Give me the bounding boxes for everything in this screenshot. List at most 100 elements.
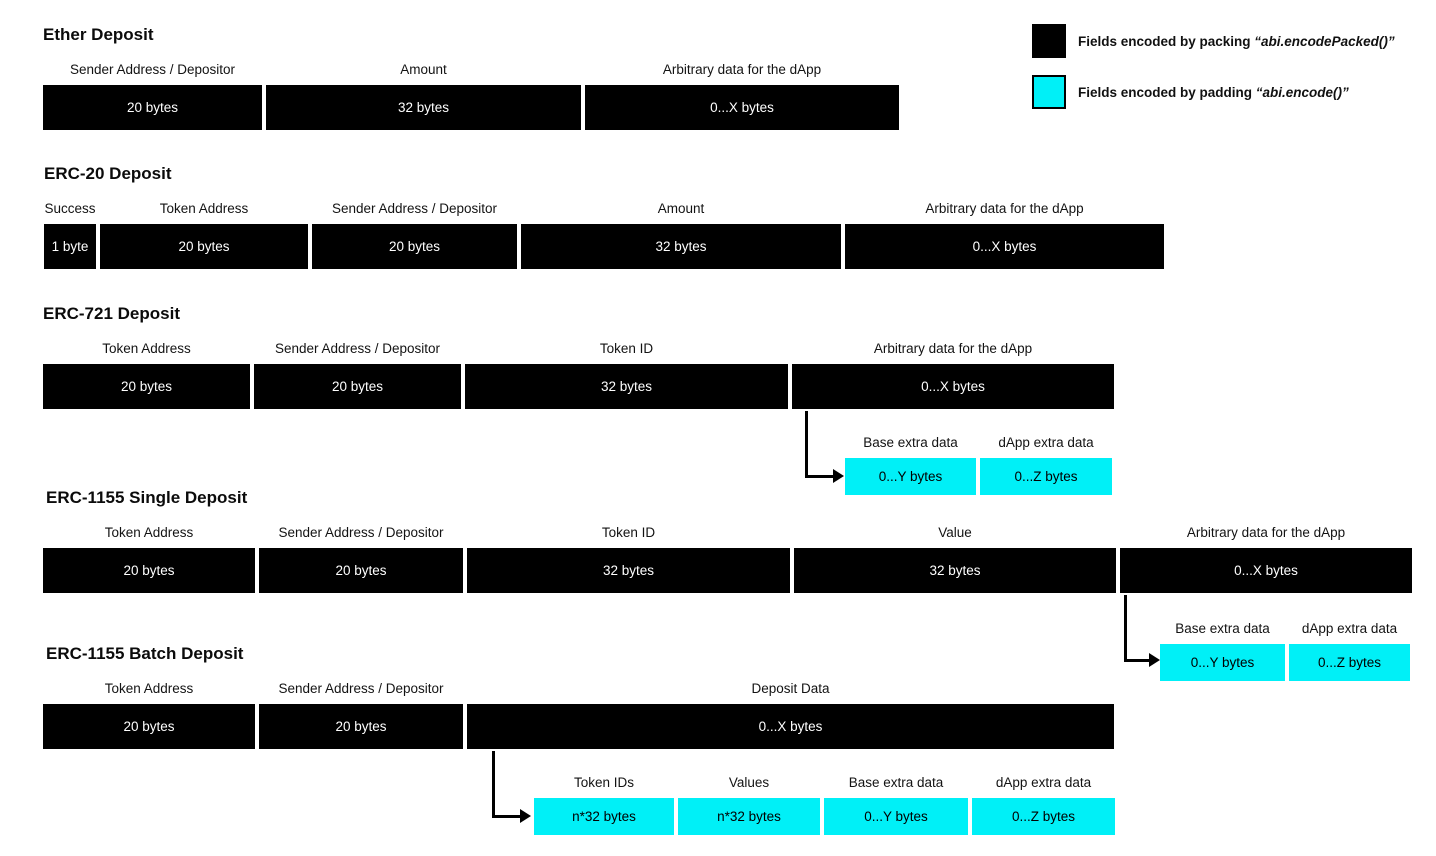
arrow-line-vertical [1124,595,1127,662]
field-box-packed: 32 bytes [266,85,581,130]
field-label: Deposit Data [751,681,830,696]
field-row: Token Address 20 bytes Sender Address / … [43,340,1114,409]
field-box-packed: 0...X bytes [792,364,1114,409]
field-token-id: Token ID 32 bytes [465,340,788,409]
field-box-packed: 0...X bytes [467,704,1114,749]
legend-label: Fields encoded by padding “abi.encode()” [1078,85,1349,100]
section-erc1155-batch-deposit: ERC-1155 Batch Deposit Token Address 20 … [43,643,1114,749]
field-amount: Amount 32 bytes [521,200,841,269]
field-label: Token ID [601,525,656,540]
field-label: Token IDs [573,775,635,790]
field-base-extra-data: Base extra data 0...Y bytes [824,774,968,835]
field-arbitrary-data: Arbitrary data for the dApp 0...X bytes [845,200,1164,269]
section-title: ERC-20 Deposit [44,164,172,183]
field-row: Success 1 byte Token Address 20 bytes Se… [44,200,1164,269]
field-label: Token ID [599,341,654,356]
erc1155-batch-deposit-data-row: Token IDs n*32 bytes Values n*32 bytes B… [534,774,1115,835]
section-title: ERC-721 Deposit [43,304,180,323]
field-arbitrary-data: Arbitrary data for the dApp 0...X bytes [1120,524,1412,593]
field-sender-address-depositor: Sender Address / Depositor 20 bytes [259,680,463,749]
field-base-extra-data: Base extra data 0...Y bytes [845,434,976,495]
field-box-padded: n*32 bytes [678,798,820,835]
padded-color-swatch [1032,75,1066,109]
field-label: dApp extra data [995,775,1092,790]
field-deposit-data: Deposit Data 0...X bytes [467,680,1114,749]
legend-label: Fields encoded by packing “abi.encodePac… [1078,34,1395,49]
field-box-packed: 20 bytes [100,224,308,269]
arrow-line-vertical [492,751,495,818]
field-label: Arbitrary data for the dApp [873,341,1033,356]
arrow-line-horizontal [1124,659,1151,662]
field-arbitrary-data: Arbitrary data for the dApp 0...X bytes [792,340,1114,409]
field-value: Value 32 bytes [794,524,1116,593]
packed-color-swatch [1032,24,1066,58]
field-values: Values n*32 bytes [678,774,820,835]
field-sender-address-depositor: Sender Address / Depositor 20 bytes [254,340,461,409]
section-erc721-deposit: ERC-721 Deposit Token Address 20 bytes S… [43,303,1114,409]
section-title: ERC-1155 Single Deposit [46,488,248,507]
field-row: Sender Address / Depositor 20 bytes Amou… [43,61,899,130]
field-box-packed: 32 bytes [794,548,1116,593]
field-label: Base extra data [1175,621,1270,636]
field-label: Token Address [159,201,249,216]
field-label: Token Address [102,341,191,356]
arrowhead-icon [833,469,844,483]
field-label: Sender Address / Depositor [274,341,441,356]
field-box-padded: 0...Y bytes [845,458,976,495]
field-token-address: Token Address 20 bytes [43,524,255,593]
erc1155-single-extra-data-row: Base extra data 0...Y bytes dApp extra d… [1160,620,1410,681]
field-sender-address-depositor: Sender Address / Depositor 20 bytes [259,524,463,593]
field-amount: Amount 32 bytes [266,61,581,130]
section-title: ERC-1155 Batch Deposit [46,644,244,663]
field-box-packed: 32 bytes [467,548,790,593]
legend-label-code: “abi.encodePacked()” [1254,33,1395,49]
field-label: Sender Address / Depositor [69,62,236,77]
section-ether-deposit: Ether Deposit Sender Address / Depositor… [43,24,899,130]
arrowhead-icon [1149,653,1160,667]
arrow-line-horizontal [492,815,522,818]
erc721-extra-data-row: Base extra data 0...Y bytes dApp extra d… [845,434,1112,495]
field-label: Success [44,201,96,216]
field-box-padded: 0...Y bytes [1160,644,1285,681]
field-box-packed: 32 bytes [465,364,788,409]
field-box-packed: 20 bytes [259,704,463,749]
field-label: Amount [400,62,447,77]
field-box-packed: 0...X bytes [1120,548,1412,593]
field-box-packed: 20 bytes [43,548,255,593]
field-label: dApp extra data [998,435,1094,450]
field-box-packed: 20 bytes [312,224,517,269]
section-erc20-deposit: ERC-20 Deposit Success 1 byte Token Addr… [44,163,1164,269]
field-box-packed: 20 bytes [43,85,262,130]
field-label: Base extra data [863,435,958,450]
arrow-line-vertical [805,411,808,478]
field-sender-address-depositor: Sender Address / Depositor 20 bytes [312,200,517,269]
field-box-padded: 0...Z bytes [980,458,1112,495]
legend: Fields encoded by packing “abi.encodePac… [1032,24,1395,126]
field-label: Arbitrary data for the dApp [925,201,1084,216]
field-arbitrary-data: Arbitrary data for the dApp 0...X bytes [585,61,899,130]
field-base-extra-data: Base extra data 0...Y bytes [1160,620,1285,681]
field-label: dApp extra data [1301,621,1398,636]
field-dapp-extra-data: dApp extra data 0...Z bytes [1289,620,1410,681]
field-row: Token Address 20 bytes Sender Address / … [43,680,1114,749]
field-label: Amount [657,201,705,216]
field-token-ids: Token IDs n*32 bytes [534,774,674,835]
field-label: Base extra data [848,775,944,790]
arrow-line-horizontal [805,475,835,478]
field-label: Arbitrary data for the dApp [662,62,822,77]
field-box-padded: 0...Y bytes [824,798,968,835]
field-label: Arbitrary data for the dApp [1186,525,1346,540]
section-erc1155-single-deposit: ERC-1155 Single Deposit Token Address 20… [43,487,1412,593]
field-dapp-extra-data: dApp extra data 0...Z bytes [980,434,1112,495]
field-box-padded: n*32 bytes [534,798,674,835]
field-token-address: Token Address 20 bytes [43,340,250,409]
field-box-packed: 20 bytes [43,704,255,749]
field-token-address: Token Address 20 bytes [43,680,255,749]
legend-label-text: Fields encoded by packing [1078,33,1255,49]
field-box-packed: 20 bytes [259,548,463,593]
field-box-packed: 20 bytes [254,364,461,409]
section-title: Ether Deposit [43,25,154,44]
field-success: Success 1 byte [44,200,96,269]
arrowhead-icon [520,809,531,823]
